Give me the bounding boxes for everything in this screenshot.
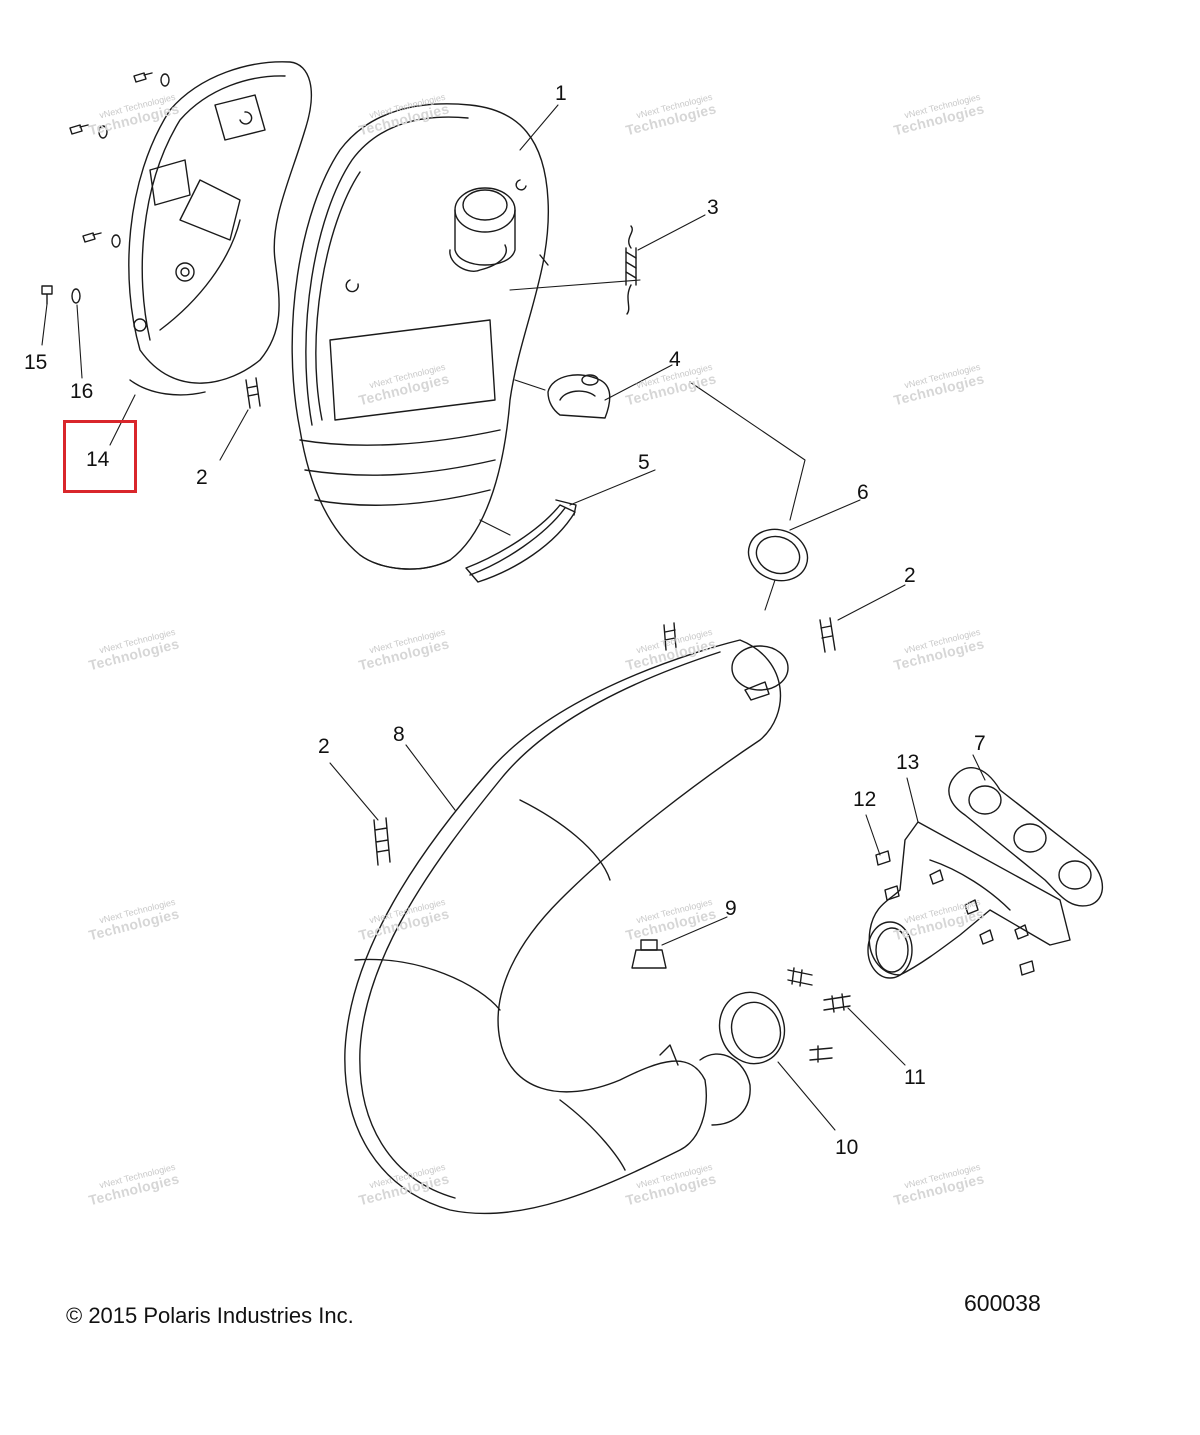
silencer-part-1 [291,103,550,570]
gasket-part-7 [948,767,1104,907]
spring-part-3 [625,225,637,315]
springs-part-2 [245,377,836,866]
callout-1[interactable]: 1 [555,82,567,105]
bolts-and-washers-15-16 [41,72,170,305]
gasket-part-6 [747,528,809,582]
callout-7[interactable]: 7 [974,732,986,755]
callout-3[interactable]: 3 [707,196,719,219]
drawing-number: 600038 [964,1290,1041,1316]
highlight-box-part-14 [63,420,137,493]
callout-14[interactable]: 14 [86,448,110,471]
callout-8[interactable]: 8 [393,723,405,746]
callout-2[interactable]: 2 [196,466,208,489]
callout-15[interactable]: 15 [24,351,48,374]
callout-16[interactable]: 16 [70,380,94,403]
callout-6[interactable]: 6 [857,481,869,504]
callout-10[interactable]: 10 [835,1136,859,1159]
callout-4[interactable]: 4 [669,348,681,371]
callout-12[interactable]: 12 [853,788,877,811]
callout-13[interactable]: 13 [896,751,920,774]
callout-2[interactable]: 2 [318,735,330,758]
callout-9[interactable]: 9 [725,897,737,920]
expansion-chamber-part-8 [344,639,789,1215]
callout-5[interactable]: 5 [638,451,650,474]
springs-part-11 [787,967,851,1063]
copyright-notice: © 2015 Polaris Industries Inc. [66,1303,354,1328]
plug-part-9 [631,939,667,969]
clip-part-4 [547,374,611,419]
heat-shield-part-14 [128,61,312,396]
callout-2[interactable]: 2 [904,564,916,587]
strap-part-5 [465,499,577,583]
clamp-part-10 [718,991,786,1065]
callout-11[interactable]: 11 [904,1066,926,1089]
manifold-part-13 [867,821,1071,979]
leader-lines [41,104,986,1131]
